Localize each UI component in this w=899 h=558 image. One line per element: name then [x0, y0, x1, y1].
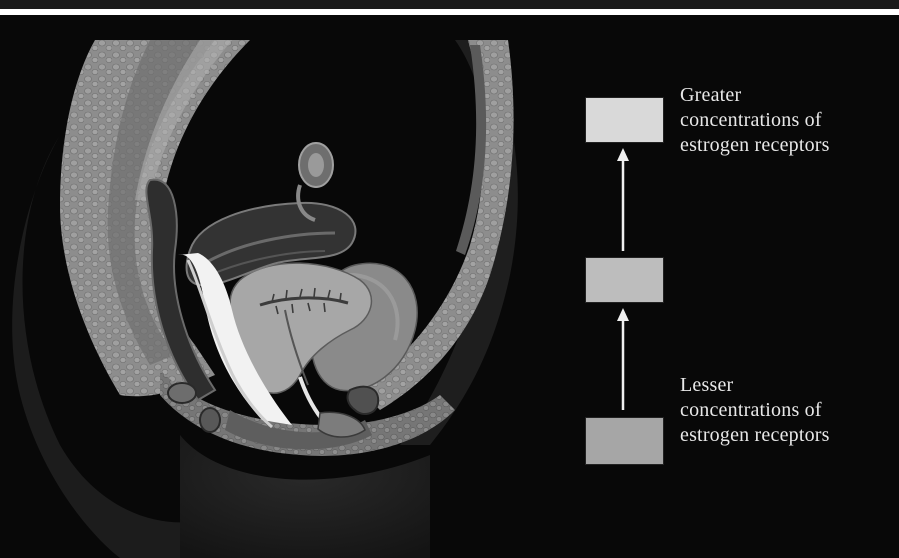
swatch-lesser	[585, 417, 664, 465]
swatch-middle	[585, 257, 664, 303]
pubic-bone-section	[348, 387, 379, 414]
anal-section	[200, 408, 220, 432]
top-border-bar	[0, 0, 899, 9]
arrow-up-upper	[616, 148, 630, 251]
coccyx-section	[168, 383, 196, 403]
swatch-greater	[585, 97, 664, 143]
lesser-label: Lesser concentrations of estrogen recept…	[680, 373, 895, 448]
ovary-inner	[308, 153, 324, 177]
labia	[318, 412, 365, 437]
diagram-panel: Greater concentrations of estrogen recep…	[0, 15, 899, 558]
arrow-up-lower	[616, 308, 630, 410]
greater-label: Greater concentrations of estrogen recep…	[680, 83, 895, 158]
